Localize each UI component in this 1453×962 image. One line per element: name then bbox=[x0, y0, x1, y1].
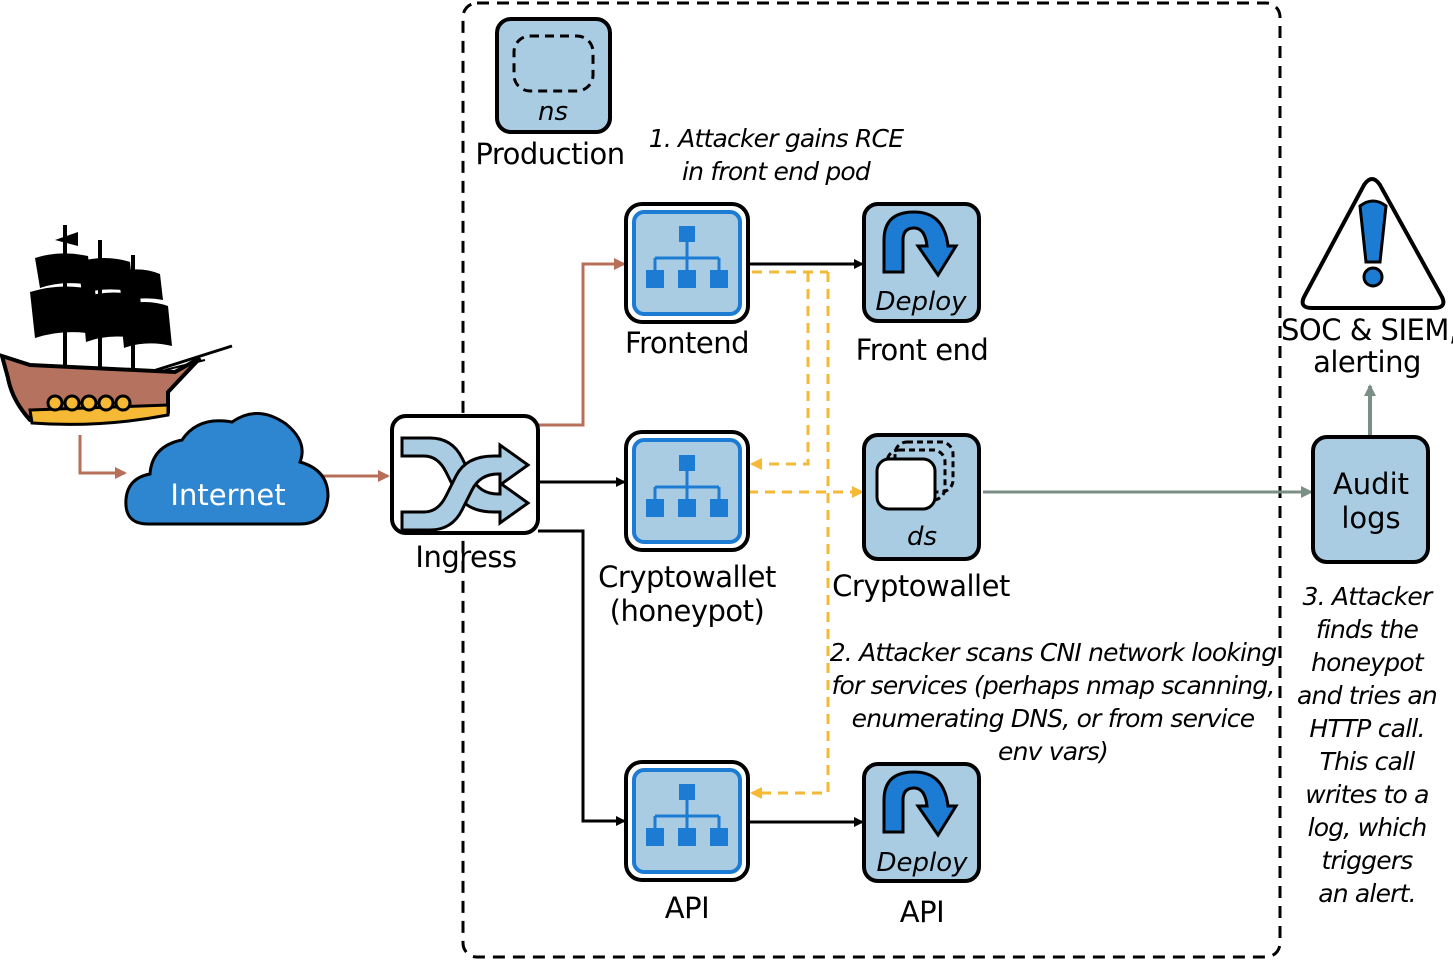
step2-note: 2. Attacker scans CNI network looking fo… bbox=[829, 638, 1277, 766]
deploy-api-icon-text: Deploy bbox=[876, 848, 968, 878]
api-service-label: API bbox=[664, 891, 710, 925]
deploy-frontend-icon-text: Deploy bbox=[875, 287, 967, 317]
step3-note: 3. Attacker finds the honeypot and tries… bbox=[1297, 582, 1438, 908]
cryptowallet-service-label-1: Cryptowallet bbox=[598, 560, 776, 594]
namespace-icon-text: ns bbox=[538, 97, 568, 127]
attack-path-ingress-to-frontend bbox=[538, 258, 626, 427]
route-ingress-to-api bbox=[538, 529, 626, 826]
frontend-deploy-label: Front end bbox=[855, 333, 989, 367]
audit-logs-line2: logs bbox=[1341, 501, 1400, 535]
frontend-service-label: Frontend bbox=[625, 326, 749, 360]
cryptowallet-ds-label: Cryptowallet bbox=[832, 569, 1010, 603]
internet-label: Internet bbox=[170, 478, 285, 512]
pirate-ship-icon bbox=[0, 225, 233, 426]
cloud-icon bbox=[124, 412, 330, 526]
step1-note: 1. Attacker gains RCE in front end pod bbox=[648, 124, 904, 186]
cryptowallet-service-icon bbox=[624, 430, 750, 552]
namespace-icon bbox=[495, 17, 612, 134]
alerting-label-1: SOC & SIEM, bbox=[1281, 313, 1453, 347]
frontend-service-icon bbox=[624, 202, 750, 324]
warning-icon bbox=[1300, 177, 1446, 310]
audit-logs-line1: Audit bbox=[1333, 467, 1409, 501]
alerting-label-2: alerting bbox=[1313, 345, 1421, 379]
daemonset-icon bbox=[862, 433, 981, 561]
audit-logs-box bbox=[1311, 435, 1430, 564]
scan-paths bbox=[748, 270, 864, 799]
api-service-icon bbox=[624, 760, 750, 882]
deploy-icon bbox=[862, 202, 981, 323]
attack-path-ship-to-internet bbox=[78, 435, 127, 479]
ingress-icon bbox=[390, 414, 540, 535]
cryptowallet-service-label-2: (honeypot) bbox=[609, 594, 765, 628]
namespace-label: Production bbox=[475, 137, 625, 171]
daemonset-icon-text: ds bbox=[907, 522, 937, 552]
deploy-icon bbox=[862, 762, 981, 883]
ingress-label: Ingress bbox=[415, 540, 517, 574]
api-deploy-label: API bbox=[899, 895, 945, 929]
